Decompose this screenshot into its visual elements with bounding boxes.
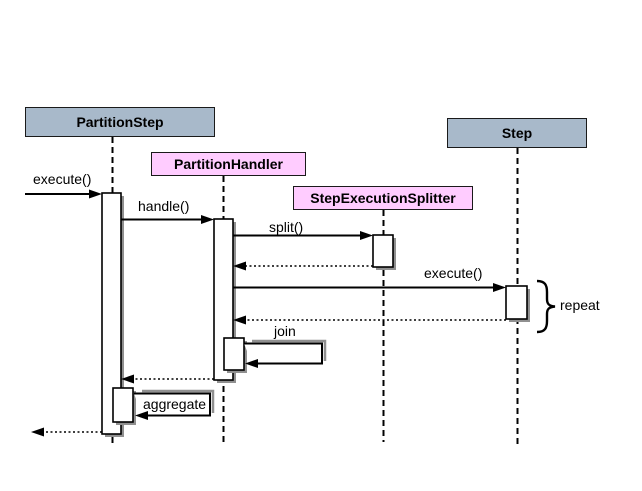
participant-step-label: Step	[501, 125, 533, 141]
message-label-handle: handle()	[138, 198, 190, 214]
arrowhead-return-execute-step	[233, 315, 246, 325]
participant-step-execution-splitter: StepExecutionSplitter	[293, 186, 473, 210]
message-label-aggregate: aggregate	[143, 396, 207, 412]
arrowhead-execute-initial	[89, 189, 102, 199]
message-label-execute-initial: execute()	[33, 171, 92, 187]
arrowhead-split	[360, 231, 373, 240]
activation-aggregate	[112, 387, 134, 423]
arrowhead-execute-step	[493, 283, 506, 292]
self-message-join	[244, 342, 323, 365]
participant-partition-handler-label: PartitionHandler	[174, 156, 283, 172]
arrowhead-return-handle	[121, 374, 134, 384]
self-message-aggregate	[134, 392, 211, 417]
arrowhead-aggregate	[135, 411, 148, 420]
annotation-repeat: repeat	[560, 297, 600, 313]
activation-partition-step	[101, 192, 122, 435]
participant-partition-handler: PartitionHandler	[151, 152, 306, 176]
return-arrows	[31, 261, 506, 437]
participant-partition-step-label: PartitionStep	[76, 114, 164, 130]
call-arrows	[25, 189, 506, 292]
participant-step-execution-splitter-label: StepExecutionSplitter	[310, 190, 456, 206]
activation-bars	[101, 192, 530, 437]
repeat-brace	[536, 279, 556, 334]
activation-join	[223, 337, 245, 371]
arrowhead-handle	[201, 215, 214, 224]
message-label-join: join	[274, 323, 296, 339]
message-label-split: split()	[269, 219, 304, 235]
activation-step	[505, 285, 528, 320]
self-shadow-join	[252, 339, 327, 361]
self-messages	[134, 339, 327, 420]
self-shadow-aggregate	[142, 389, 215, 413]
arrowhead-join	[245, 359, 258, 368]
participant-step: Step	[447, 118, 587, 148]
message-label-execute-step: execute()	[424, 265, 483, 281]
participant-partition-step: PartitionStep	[25, 107, 215, 137]
activation-splitter	[372, 234, 394, 268]
arrowhead-return-split	[233, 261, 246, 271]
arrowhead-return-final	[31, 427, 44, 437]
